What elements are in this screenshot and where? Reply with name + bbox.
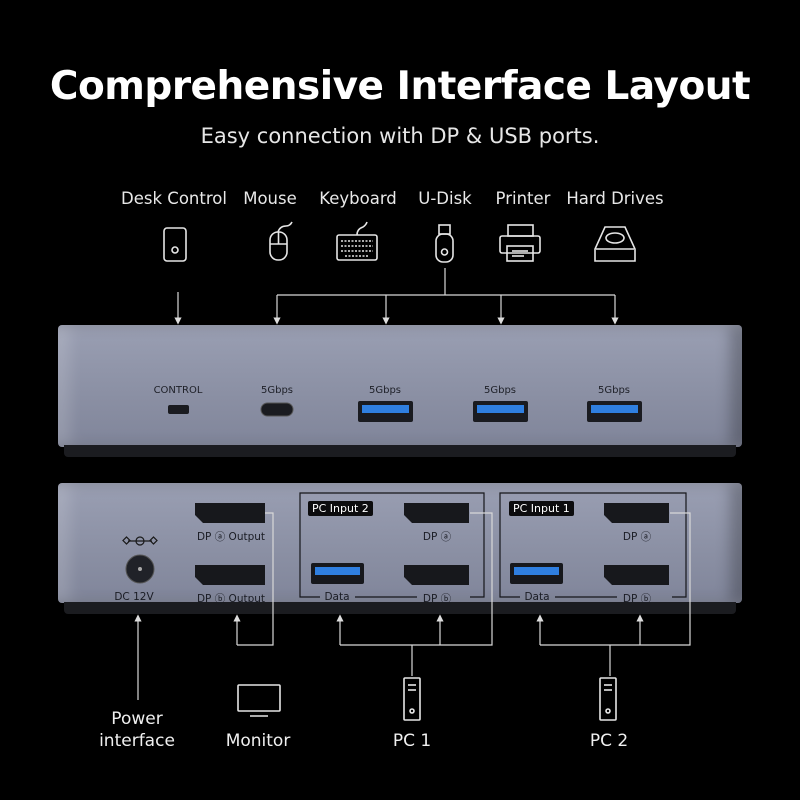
dp-port — [604, 503, 669, 523]
monitor-icon — [237, 684, 281, 717]
dp-port — [604, 565, 669, 585]
port-label-control: CONTROL — [153, 385, 203, 396]
label-mouse: Mouse — [243, 189, 297, 208]
pc-input-1-badge: PC Input 1 — [509, 501, 574, 516]
pc-input-2-frame — [299, 492, 485, 598]
front-base — [64, 445, 736, 457]
port-label-usb-a: 5Gbps — [483, 385, 517, 396]
usb-a-port — [358, 401, 413, 422]
port-label-usb-a: 5Gbps — [597, 385, 631, 396]
mini-usb-port — [168, 405, 189, 414]
desk-control-icon — [163, 227, 187, 262]
pc1-label: PC 1 — [392, 731, 432, 751]
pc-input-2-badge: PC Input 2 — [308, 501, 373, 516]
keyboard-icon — [336, 221, 378, 261]
bottom-connectors — [134, 512, 691, 700]
dc-polarity-icon — [122, 536, 158, 546]
mouse-icon — [269, 221, 293, 261]
dp-a-output-label: DP ⓐ Output — [196, 531, 266, 543]
pc-input-1-frame — [499, 492, 687, 598]
pc-tower-icon — [599, 677, 617, 721]
data-label: Data — [324, 591, 350, 603]
dc-power-port — [125, 554, 155, 584]
label-desk-control: Desk Control — [121, 189, 227, 208]
usb-a-port — [473, 401, 528, 422]
printer-icon — [499, 224, 541, 262]
dp-a-label: DP ⓐ — [622, 531, 652, 543]
usb-c-port — [260, 402, 294, 417]
dp-b-output-label: DP ⓑ Output — [196, 593, 266, 605]
usb-a-port — [587, 401, 642, 422]
pc-tower-icon — [403, 677, 421, 721]
switch-front-panel — [58, 325, 742, 447]
page-title: Comprehensive Interface Layout — [49, 64, 751, 109]
power-label-line2: interface — [99, 731, 175, 751]
dp-a-label: DP ⓐ — [422, 531, 452, 543]
dp-port — [195, 503, 265, 523]
usb-drive-icon — [435, 224, 454, 263]
page-subtitle: Easy connection with DP & USB ports. — [200, 124, 600, 148]
dp-b-label: DP ⓑ — [622, 593, 652, 605]
port-label-usb-a: 5Gbps — [368, 385, 402, 396]
dp-b-label: DP ⓑ — [422, 593, 452, 605]
monitor-label: Monitor — [225, 731, 291, 751]
dc-label: DC 12V — [114, 591, 154, 603]
front-ports — [168, 401, 642, 422]
label-hard-drives: Hard Drives — [566, 189, 664, 208]
rear-base — [64, 602, 736, 614]
dp-port — [404, 503, 469, 523]
label-printer: Printer — [495, 189, 551, 208]
top-connectors — [174, 268, 619, 325]
dp-port — [195, 565, 265, 585]
data-label: Data — [524, 591, 550, 603]
dp-port — [404, 565, 469, 585]
port-label-usb-c: 5Gbps — [260, 385, 294, 396]
label-keyboard: Keyboard — [319, 189, 397, 208]
pc2-label: PC 2 — [589, 731, 629, 751]
hard-drive-icon — [594, 226, 636, 262]
label-u-disk: U-Disk — [418, 189, 472, 208]
rear-ports — [122, 492, 687, 598]
power-label-line1: Power — [111, 709, 163, 729]
